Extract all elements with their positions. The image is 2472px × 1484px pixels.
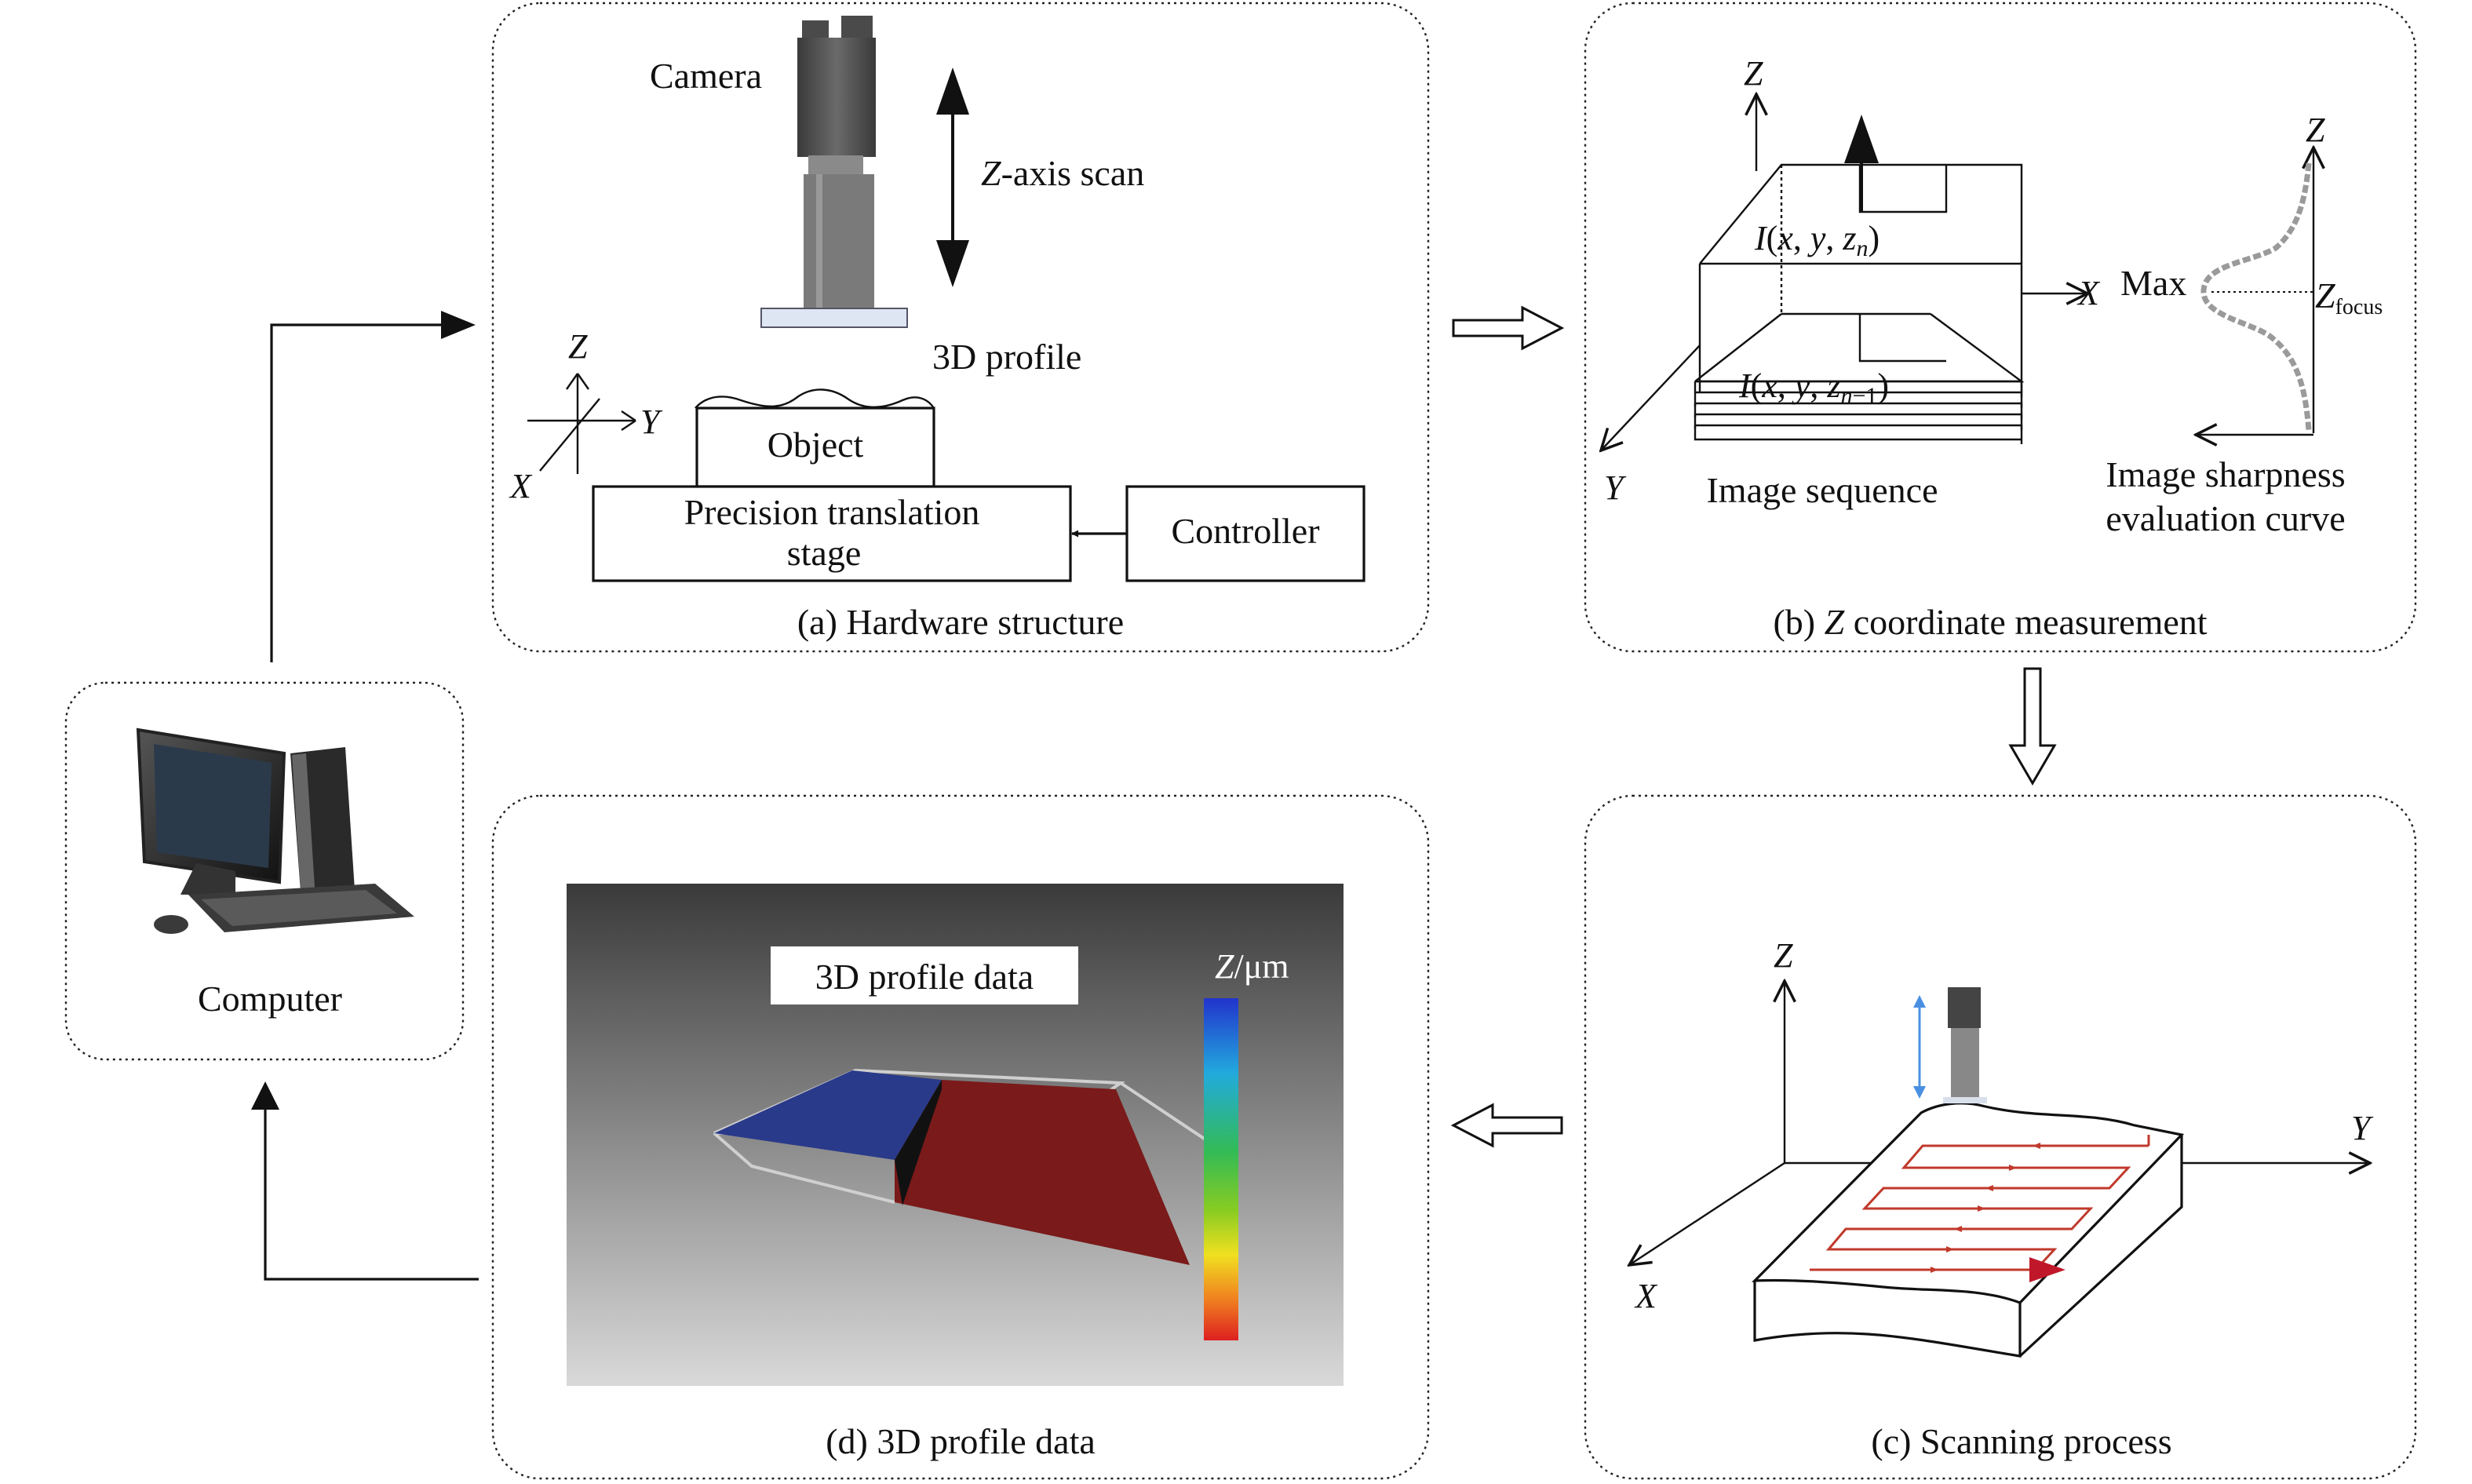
- computer-label: Computer: [198, 979, 342, 1019]
- zfocus-label: Zfocus: [2315, 275, 2383, 319]
- zmeasure-axis-z: Z: [1744, 54, 1763, 93]
- controller-label: Controller: [1171, 511, 1319, 551]
- scanning-axis-x: X: [1634, 1277, 1658, 1315]
- max-label: Max: [2120, 263, 2186, 303]
- controller-box: [1125, 485, 1365, 582]
- precision-stage-label-2: stage: [787, 533, 862, 573]
- lower-frame-label: I(x, y, zn−1): [1738, 366, 1889, 409]
- hollow-arrow-c-to-d: [1450, 1103, 1563, 1148]
- precision-stage-box: [592, 485, 1072, 582]
- panel-d-caption: (d) 3D profile data: [826, 1421, 1096, 1461]
- profile-badge: [771, 946, 1078, 1005]
- hardware-axis-y: Y: [640, 403, 663, 441]
- sharpness-label-2: evaluation curve: [2106, 498, 2345, 538]
- sharpness-curve: [2196, 148, 2313, 435]
- sharpness-label-1: Image sharpness: [2106, 454, 2345, 494]
- camera-icon: [760, 16, 908, 328]
- curve-axis-z: Z: [2306, 111, 2325, 149]
- image-sequence-label: Image sequence: [1706, 470, 1938, 510]
- colorbar-unit-label: Z/μm: [1215, 947, 1289, 986]
- panel-profile-data: 3D profile data Z/μm (d) 3D profile data: [491, 794, 1430, 1480]
- scanning-axis-z: Z: [1774, 936, 1793, 975]
- computer-box: Computer: [64, 681, 465, 1061]
- zmeasure-axis-y: Y: [1604, 469, 1627, 507]
- profile-colorbar: [1204, 998, 1238, 1340]
- object-profile-surface: [695, 388, 935, 409]
- hardware-axis-x: X: [509, 467, 533, 505]
- blue-face: [714, 1070, 942, 1160]
- hollow-arrow-a-to-b: [1452, 305, 1565, 351]
- hardware-axis-z: Z: [568, 327, 588, 366]
- panel-z-measurement: Z I(x, y, zn) I(x, y, zn−1) Y: [1584, 2, 2417, 653]
- zmeasure-axis-x: X: [2076, 274, 2101, 312]
- profile-to-computer-arrow: [264, 1107, 479, 1281]
- scanning-axis-y: Y: [2351, 1109, 2374, 1147]
- scanning-camera-icon: [1913, 987, 1987, 1103]
- computer-icon: [136, 727, 414, 934]
- red-face: [895, 1080, 1190, 1265]
- profile-badge-label: 3D profile data: [815, 957, 1034, 997]
- scan-direction-arrow: [2029, 1257, 2065, 1282]
- panel-a-caption: (a) Hardware structure: [797, 602, 1124, 642]
- flow-connectors: [251, 305, 2057, 1281]
- panel-c-frame: [1584, 794, 2417, 1480]
- object-label: Object: [767, 425, 864, 465]
- panel-b-frame: [1584, 2, 2417, 653]
- scan-up-arrow: [1844, 115, 1879, 163]
- precision-stage-label-1: Precision translation: [684, 492, 980, 532]
- panel-b-caption: (b) Z coordinate measurement: [1773, 602, 2207, 642]
- profile-label: 3D profile: [932, 337, 1081, 377]
- computer-frame: [64, 681, 465, 1061]
- sample-slab: [1751, 1102, 2185, 1358]
- panel-c-caption: (c) Scanning process: [1871, 1421, 2171, 1461]
- camera-label: Camera: [650, 56, 762, 96]
- image-stack: [1694, 163, 2025, 444]
- z-axis-scan-arrow: [936, 67, 969, 287]
- scan-direction-ticks: [1931, 1143, 2040, 1273]
- panel-a-frame: [491, 2, 1430, 653]
- z-axis-scan-label: Z-axis scan: [981, 153, 1144, 193]
- hollow-arrow-b-to-c: [2008, 667, 2057, 786]
- hardware-axes: [527, 373, 636, 474]
- top-frame-label: I(x, y, zn): [1754, 219, 1880, 261]
- panel-d-frame: [491, 794, 1430, 1480]
- panel-scanning-process: Z Y X: [1584, 794, 2417, 1480]
- computer-to-hardware-arrow: [270, 323, 441, 662]
- panel-hardware-structure: Camera Z-axis scan 3D profile Z Y X Obje…: [491, 2, 1430, 653]
